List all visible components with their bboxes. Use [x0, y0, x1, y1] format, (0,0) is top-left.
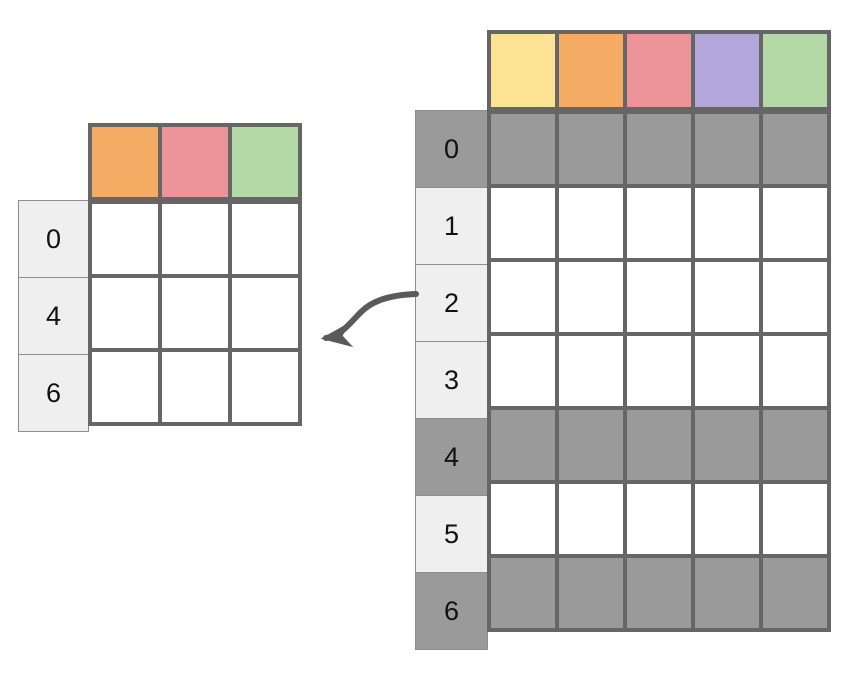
cell-r2-c2[interactable]	[623, 258, 695, 336]
cell-r1-c2[interactable]	[623, 184, 695, 262]
column-header-orange[interactable]	[88, 123, 162, 201]
column-header-green[interactable]	[759, 30, 831, 111]
cell-r6-c3[interactable]	[691, 554, 763, 632]
cell-r5-c1[interactable]	[555, 480, 627, 558]
cell-r3-c2[interactable]	[623, 332, 695, 410]
table-row	[487, 554, 831, 632]
cell-r4-c1[interactable]	[158, 274, 232, 352]
table-row	[487, 406, 831, 484]
cell-r6-c2[interactable]	[228, 348, 302, 426]
row-index-4[interactable]: 4	[415, 418, 488, 496]
cell-r0-c1[interactable]	[555, 110, 627, 188]
cell-r2-c0[interactable]	[487, 258, 559, 336]
cell-r4-c1[interactable]	[555, 406, 627, 484]
column-header-pink[interactable]	[158, 123, 232, 201]
cell-r6-c1[interactable]	[555, 554, 627, 632]
cell-r4-c0[interactable]	[88, 274, 162, 352]
table-row	[487, 110, 831, 188]
cell-r2-c4[interactable]	[759, 258, 831, 336]
cell-r3-c0[interactable]	[487, 332, 559, 410]
cell-r4-c4[interactable]	[759, 406, 831, 484]
cell-r5-c3[interactable]	[691, 480, 763, 558]
cell-r4-c3[interactable]	[691, 406, 763, 484]
row-index-1[interactable]: 1	[415, 187, 488, 265]
table-row	[487, 184, 831, 262]
row-index-2[interactable]: 2	[415, 264, 488, 342]
cell-r5-c4[interactable]	[759, 480, 831, 558]
table-row	[487, 480, 831, 558]
cell-r6-c0[interactable]	[487, 554, 559, 632]
cell-r6-c0[interactable]	[88, 348, 162, 426]
cell-r1-c0[interactable]	[487, 184, 559, 262]
cell-r4-c2[interactable]	[623, 406, 695, 484]
cell-r1-c1[interactable]	[555, 184, 627, 262]
table-row	[88, 274, 302, 352]
column-header-pink[interactable]	[623, 30, 695, 111]
cell-r4-c2[interactable]	[228, 274, 302, 352]
row-index-5[interactable]: 5	[415, 495, 488, 573]
column-header-yellow[interactable]	[487, 30, 559, 111]
result-grid-body	[88, 200, 302, 426]
row-index-6[interactable]: 6	[415, 572, 488, 650]
cell-r2-c3[interactable]	[691, 258, 763, 336]
cell-r1-c4[interactable]	[759, 184, 831, 262]
cell-r2-c1[interactable]	[555, 258, 627, 336]
cell-r5-c2[interactable]	[623, 480, 695, 558]
cell-r5-c0[interactable]	[487, 480, 559, 558]
cell-r0-c2[interactable]	[623, 110, 695, 188]
row-index-6[interactable]: 6	[18, 354, 89, 432]
cell-r0-c1[interactable]	[158, 200, 232, 278]
cell-r1-c3[interactable]	[691, 184, 763, 262]
row-index-0[interactable]: 0	[18, 200, 89, 278]
cell-r3-c1[interactable]	[555, 332, 627, 410]
flow-arrow-path	[320, 291, 419, 348]
cell-r0-c2[interactable]	[228, 200, 302, 278]
table-row	[88, 200, 302, 278]
cell-r0-c0[interactable]	[487, 110, 559, 188]
cell-r4-c0[interactable]	[487, 406, 559, 484]
table-row	[88, 348, 302, 426]
cell-r3-c3[interactable]	[691, 332, 763, 410]
cell-r6-c2[interactable]	[623, 554, 695, 632]
row-index-0[interactable]: 0	[415, 110, 488, 188]
column-header-orange[interactable]	[555, 30, 627, 111]
cell-r6-c1[interactable]	[158, 348, 232, 426]
cell-r3-c4[interactable]	[759, 332, 831, 410]
column-header-purple[interactable]	[691, 30, 763, 111]
source-grid-body	[487, 110, 831, 632]
table-row	[487, 258, 831, 336]
result-grid-header-row	[88, 123, 302, 201]
cell-r0-c3[interactable]	[691, 110, 763, 188]
column-header-green[interactable]	[228, 123, 302, 201]
row-index-4[interactable]: 4	[18, 277, 89, 355]
cell-r0-c4[interactable]	[759, 110, 831, 188]
row-index-3[interactable]: 3	[415, 341, 488, 419]
table-row	[487, 332, 831, 410]
cell-r6-c4[interactable]	[759, 554, 831, 632]
source-grid-header-row	[487, 30, 831, 111]
cell-r0-c0[interactable]	[88, 200, 162, 278]
